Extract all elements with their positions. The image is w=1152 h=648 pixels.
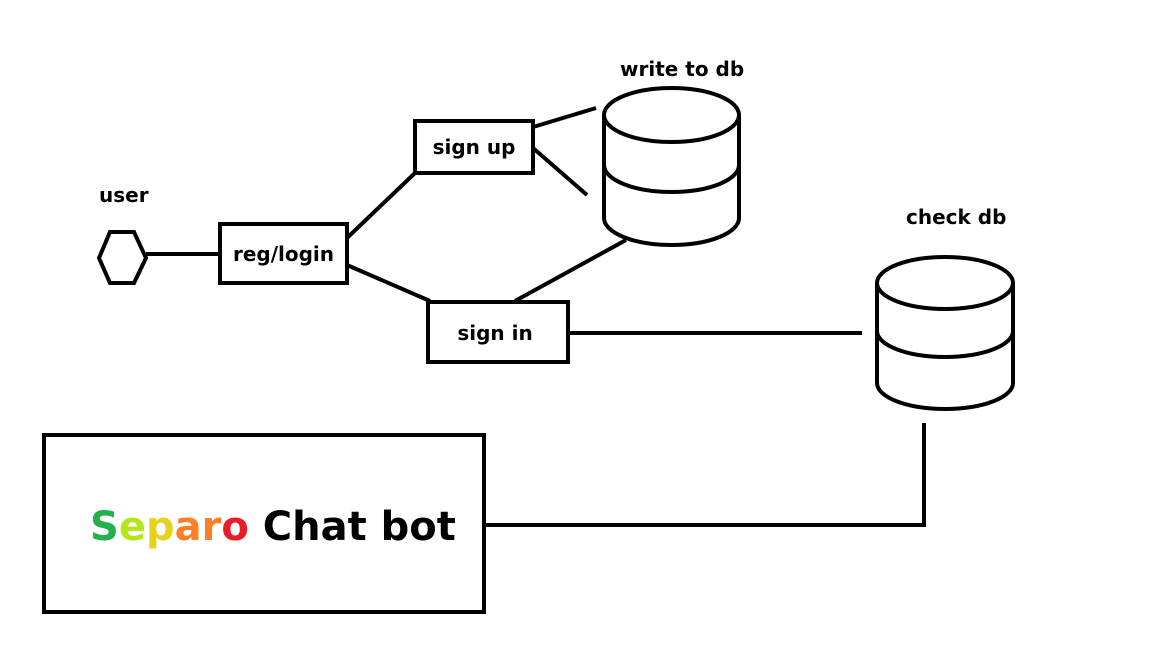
connector-signup-writedb-top [532,106,597,129]
user-label: user [99,183,149,207]
connector-reglogin-signin [346,263,431,303]
brand-letter-a: a [175,504,202,550]
write-db-cylinder-icon [602,86,741,247]
connector-reglogin-signup [345,171,417,240]
brand-letter-s: S [90,504,119,550]
reg-login-label: reg/login [233,242,334,266]
brand-letter-o: o [221,504,248,550]
connector-signup-writedb-mid [531,146,589,197]
sign-in-label: sign in [457,321,532,345]
brand-letter-p: p [146,504,175,550]
sign-in-node: sign in [426,300,570,364]
check-db-cylinder-icon [875,255,1015,411]
user-hexagon-icon [96,230,149,285]
chatbot-suffix: Chat bot [263,504,456,550]
connector-checkdb-chatbot [484,423,926,527]
connectors [146,106,926,527]
write-db-label: write to db [620,57,744,81]
chatbot-title: Separo Chat bot [90,504,456,550]
brand-letter-r: r [202,504,222,550]
brand-letter-e: e [119,504,146,550]
reg-login-node: reg/login [218,222,349,285]
sign-up-label: sign up [433,135,516,159]
sign-up-node: sign up [413,119,535,175]
connector-signin-writedb [514,238,627,303]
brand-space [249,504,263,550]
chatbot-node: Separo Chat bot [42,433,486,614]
check-db-label: check db [906,205,1006,229]
